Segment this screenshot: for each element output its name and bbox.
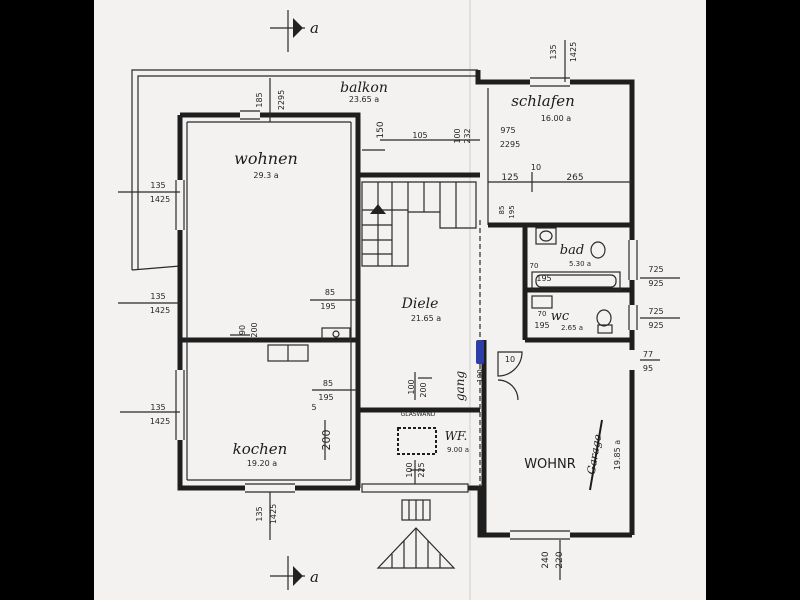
kitchen-fixtures: [267, 327, 351, 362]
section-label-bottom: a: [310, 568, 319, 586]
dim-l-1425b: 1425: [150, 306, 170, 315]
dim-85a: 85: [498, 206, 506, 215]
dim-g-10: 10: [505, 355, 515, 364]
dim-r-725b: 725: [648, 307, 663, 316]
dim-l-135a: 135: [150, 181, 165, 190]
room-area-wc: 2.65 a: [561, 324, 583, 332]
room-name-wf: WF.: [445, 429, 468, 443]
dim-l-135b: 135: [150, 292, 165, 301]
dim-m-85: 85: [325, 288, 335, 297]
room-name-diele: Diele: [401, 296, 439, 312]
dim-top-1425: 1425: [569, 42, 578, 62]
room-area-bad: 5.30 a: [569, 260, 591, 268]
windows: [175, 77, 638, 540]
section-marker-bottom: a: [270, 556, 319, 590]
dim-l-1425c: 1425: [150, 417, 170, 426]
dim-s-200: 200: [419, 382, 428, 397]
dim-m-200: 200: [250, 322, 259, 337]
left-frame: [0, 0, 94, 600]
dim-125: 125: [501, 173, 518, 183]
dim-b-195: 195: [536, 274, 551, 283]
room-name-wc: wc: [551, 309, 570, 324]
room-area-schlafen: 16.00 a: [541, 114, 571, 123]
dim-bt-1425: 1425: [269, 504, 278, 524]
dim-bt-220: 220: [555, 551, 565, 568]
room-area-balkon: 23.65 a: [349, 95, 379, 104]
bath-fixtures: [531, 227, 621, 334]
dim-l-135c: 135: [150, 403, 165, 412]
dim-r-925b: 925: [648, 321, 663, 330]
room-name-bad: bad: [560, 243, 584, 258]
dim-r-77: 77: [643, 350, 653, 359]
dim-m-195: 195: [320, 302, 335, 311]
dim-g-225: 225: [417, 462, 426, 477]
dim-bt-240: 240: [541, 551, 551, 568]
dim-m-195b: 195: [318, 393, 333, 402]
dim-265: 265: [566, 173, 583, 183]
balcony: [131, 69, 478, 271]
glaswand-label: GLASWAND: [401, 411, 436, 418]
dim-975: 975: [500, 126, 515, 135]
dim-m-85b: 85: [323, 379, 333, 388]
room-name-wohnen: wohnen: [234, 149, 298, 168]
dim-w-70: 70: [538, 310, 547, 318]
right-frame: [706, 0, 800, 600]
staircase: [361, 181, 477, 267]
dim-150: 150: [376, 121, 386, 138]
room-name-kochen: kochen: [233, 440, 288, 458]
dim-g-100: 100: [405, 462, 414, 477]
doors: [362, 149, 523, 484]
room-area-diele: 21.65 a: [411, 314, 441, 323]
dim-s-100: 100: [407, 379, 416, 394]
dim-top-2295: 2295: [277, 90, 286, 110]
section-marker-top: a: [270, 10, 319, 52]
dim-top-185: 185: [255, 92, 264, 107]
room-area-wohnen: 29.3 a: [253, 171, 278, 180]
room-name-balkon: balkon: [340, 80, 388, 96]
dim-m-200b: 200: [320, 430, 333, 451]
dim-l-1425a: 1425: [150, 195, 170, 204]
dim-105: 105: [412, 131, 427, 140]
dim-bt-135: 135: [255, 506, 264, 521]
dim-top-135: 135: [549, 44, 558, 59]
dim-m-5: 5: [311, 403, 316, 412]
section-label-top: a: [310, 19, 319, 37]
dim-r-925a: 925: [648, 279, 663, 288]
dim-195a: 195: [508, 205, 516, 218]
room-area-kochen: 19.20 a: [247, 459, 277, 468]
entrance: [361, 427, 469, 569]
dim-r-725a: 725: [648, 265, 663, 274]
blue-marker: [476, 340, 484, 364]
dim-r-95: 95: [643, 364, 653, 373]
gang-label: gang: [453, 371, 467, 402]
dim-10: 10: [531, 163, 541, 172]
dimension-lines: [118, 40, 680, 580]
room-area-wf: 9.00 a: [447, 446, 469, 454]
dim-w-195: 195: [534, 321, 549, 330]
paper-sheet: [94, 0, 706, 600]
dim-2295b: 2295: [500, 140, 520, 149]
room-name-schlafen: schlafen: [511, 92, 575, 110]
room-area-wohnr: 19.85 a: [613, 440, 622, 470]
dim-b-70: 70: [530, 262, 539, 270]
dimension-texts: 185 2295 135 1425 150 105 100 232 975 22…: [150, 42, 664, 569]
dim-100: 100: [453, 128, 462, 143]
dim-g-100b: 100: [476, 369, 484, 382]
garage-strike: [589, 419, 603, 491]
room-name-wohnr: WOHNR: [524, 457, 576, 472]
dim-232: 232: [463, 128, 472, 143]
dim-m-90: 90: [238, 325, 247, 335]
